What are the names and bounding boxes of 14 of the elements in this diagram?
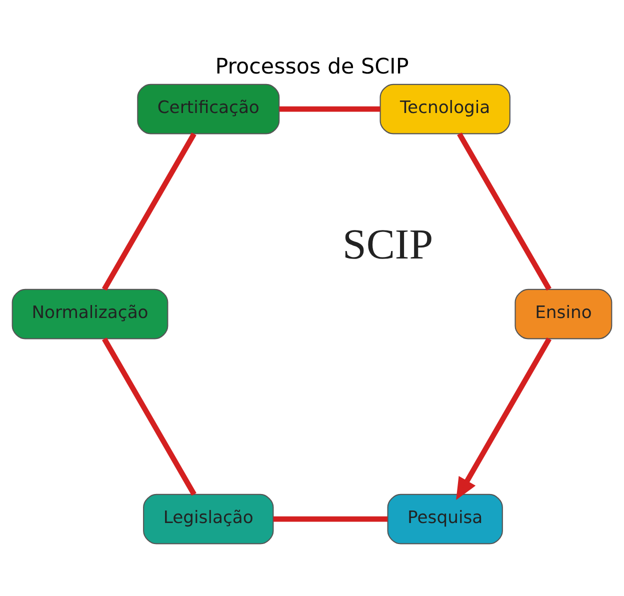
node-box: Normalização: [12, 288, 168, 340]
connector: [102, 132, 196, 291]
arrow: [456, 337, 552, 500]
connector: [273, 516, 388, 522]
label: SCIP: [342, 221, 434, 268]
connector: [279, 106, 380, 112]
connector: [102, 338, 196, 496]
node-box: Tecnologia: [380, 84, 510, 134]
node-box: Pesquisa: [387, 494, 503, 544]
diagram-title: Processos de SCIP: [215, 54, 409, 80]
connector: [457, 132, 552, 291]
node-box: Certificação: [137, 84, 280, 134]
node-box: Legislação: [143, 494, 274, 544]
node-box: Ensino: [514, 288, 612, 340]
